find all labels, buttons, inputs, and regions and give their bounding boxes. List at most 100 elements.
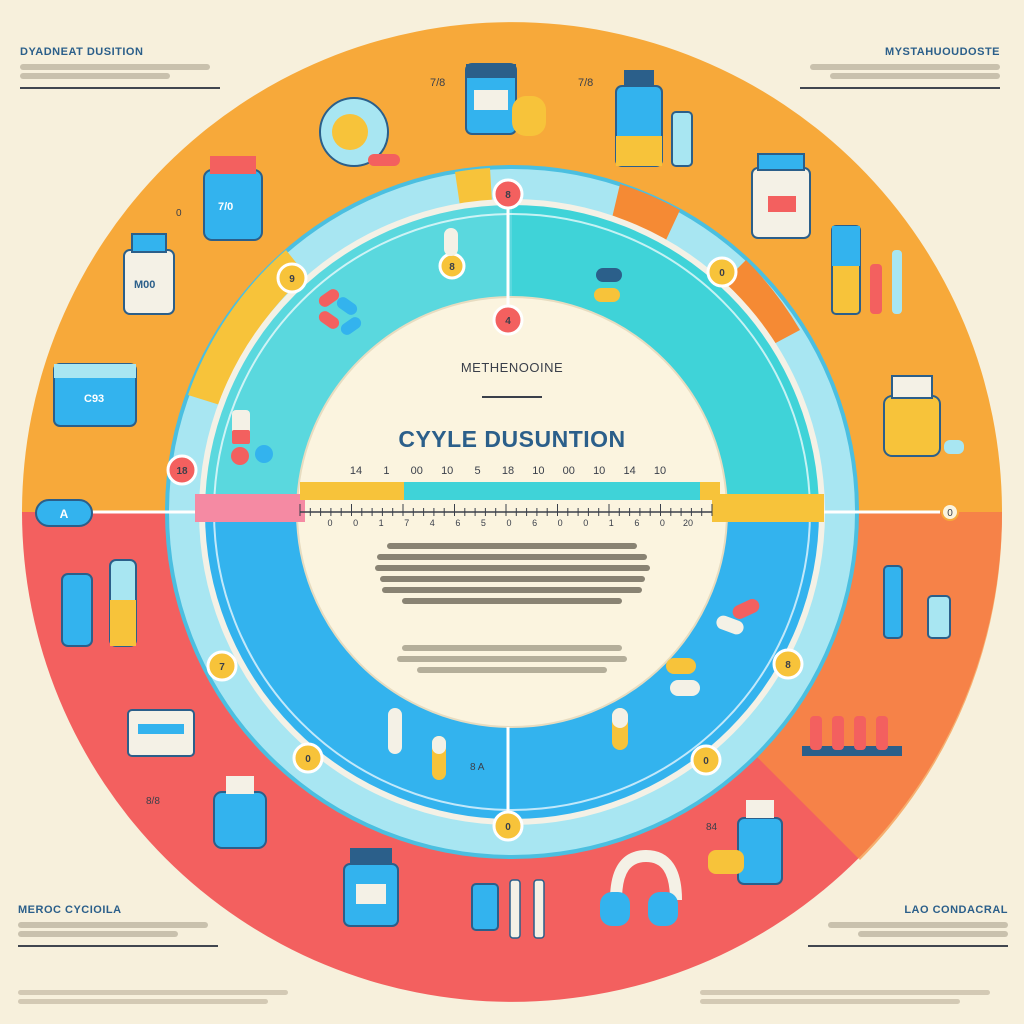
mid-ring-seg-2 [455, 168, 492, 206]
corner-bottom-left-title: MEROC CYCIOILA [18, 904, 122, 916]
label-outer-left-2: 0 [176, 208, 182, 219]
marker-label-inner-capsule: 8 [449, 262, 455, 273]
corner-bottom-right: LAO CONDACRAL [808, 904, 1008, 947]
scale-ticks [299, 504, 713, 516]
bottom-scale-label: 1 [379, 518, 384, 528]
top-scale-label: 10 [654, 465, 666, 477]
marker-label-lower-left: 7 [219, 662, 225, 673]
jar-icon-left [203, 156, 263, 241]
title-divider [482, 396, 542, 398]
plate-icon-top-left [319, 97, 400, 167]
top-scale-label: 10 [593, 465, 605, 477]
vials-icon-left [61, 559, 137, 647]
label-outer-right-mid: 84 [706, 822, 718, 833]
label-inner-bottom: 8 A [470, 762, 485, 773]
tray-icon-left [127, 709, 195, 757]
jar-icon-bottom [343, 848, 399, 927]
corner-bottom-left: MEROC CYCIOILA [18, 904, 218, 947]
label-box-left: C93 [84, 393, 104, 405]
footnote-left [18, 986, 318, 1008]
diagram-title: CYYLE DUSUNTION [398, 426, 626, 452]
top-scale-label: 00 [563, 465, 575, 477]
bottom-scale-label: 20 [683, 518, 693, 528]
marker-left [166, 454, 198, 486]
left-tab-label: A [60, 507, 69, 521]
bottle-icon-top-right [615, 70, 693, 167]
top-scale-label: 14 [623, 465, 635, 477]
mid-ring-seg-1 [188, 250, 306, 405]
pills-icon [318, 289, 362, 335]
pills-lower-right-icon [666, 599, 760, 696]
marker-bottom-left [292, 742, 324, 774]
label-bottle-left: M00 [134, 279, 155, 291]
label-jar-left: 7/0 [218, 201, 233, 213]
marker-inner-top [492, 304, 524, 336]
vial-rack-icon [802, 716, 902, 756]
scale-bar-teal [404, 482, 700, 500]
top-scale-label: 18 [502, 465, 514, 477]
tubes-icon-lower-right [883, 565, 951, 639]
marker-upper-left [276, 262, 308, 294]
vial-left-icon [231, 410, 273, 465]
device-icon-bottom-left [213, 776, 267, 849]
marker-label-bottom: 0 [505, 822, 511, 833]
marker-label-inner-top: 4 [505, 316, 511, 327]
tubes-icon-right [831, 225, 902, 315]
bottom-scale-label: 6 [455, 518, 460, 528]
marker-lower-right [772, 648, 804, 680]
marker-top [492, 178, 524, 210]
capsules-icon [594, 268, 622, 302]
box-icon-left [53, 363, 137, 427]
marker-label-top: 8 [505, 190, 511, 201]
corner-bottom-right-title: LAO CONDACRAL [904, 904, 1008, 916]
label-outer-bottom-left: 8/8 [146, 796, 160, 807]
marker-label-upper-right: 0 [719, 268, 725, 279]
corner-top-right: MYSTAHUOUDOSTE [800, 46, 1000, 89]
bottom-scale-label: 4 [430, 518, 435, 528]
scale-bar-left [195, 494, 305, 522]
bottom-scale-label: 0 [506, 518, 511, 528]
top-scale-label: 00 [411, 465, 423, 477]
bottom-scale-label: 0 [327, 518, 332, 528]
left-tab[interactable] [35, 499, 93, 527]
top-scale-label: 1 [383, 465, 389, 477]
jar-icon-right [751, 153, 811, 239]
bottom-scale-label: 6 [634, 518, 639, 528]
bottom-scale-label: 0 [583, 518, 588, 528]
bottle-icon-top [465, 63, 546, 136]
bottle-icon-left [123, 233, 175, 315]
corner-top-right-title: MYSTAHUOUDOSTE [885, 46, 1000, 58]
bottom-scale-label: 1 [609, 518, 614, 528]
footnote-right [700, 986, 1000, 1008]
scale-bar-right [712, 494, 824, 522]
marker-label-bottom-left: 0 [305, 754, 311, 765]
device-icon-bottom-right [600, 849, 682, 926]
marker-label-lower-right: 8 [785, 660, 791, 671]
marker-lower-left [206, 650, 238, 682]
marker-upper-right [706, 256, 738, 288]
right-end-label: 0 [947, 508, 953, 519]
capsule-top-left-icon [444, 228, 458, 256]
marker-bottom-right [690, 744, 722, 776]
top-scale-label: 10 [532, 465, 544, 477]
bottom-scale-label: 5 [481, 518, 486, 528]
corner-top-left-title: DYADNEAT DUSITION [20, 46, 144, 58]
bottom-scale-label: 6 [532, 518, 537, 528]
bottle-icon-lower-right [708, 800, 783, 885]
marker-label-left: 18 [176, 466, 188, 477]
label-outer-left-1: 7/8 [430, 77, 445, 89]
diagram-subtitle: METHENOOINE [460, 360, 564, 375]
marker-label-bottom-right: 0 [703, 756, 709, 767]
top-scale-label: 10 [441, 465, 453, 477]
bottom-scale-label: 0 [558, 518, 563, 528]
bottom-scale-label: 0 [660, 518, 665, 528]
label-outer-right-1: 7/8 [578, 77, 593, 89]
mid-ring-seg-4 [722, 260, 800, 346]
corner-top-left: DYADNEAT DUSITION [20, 46, 220, 89]
bottle-icon-right [883, 375, 964, 457]
top-scale-label: 5 [475, 465, 481, 477]
